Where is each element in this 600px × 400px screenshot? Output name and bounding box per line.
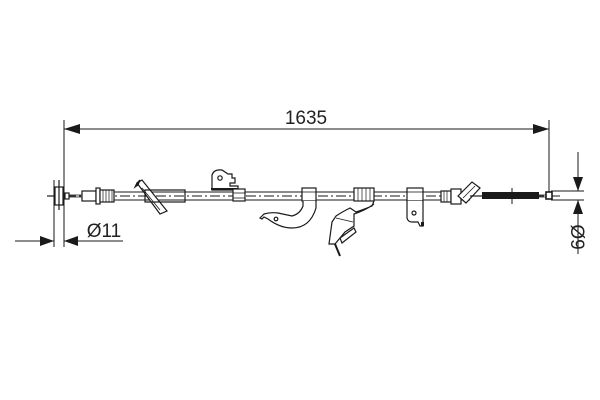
left-diameter-dimension: Ø11	[15, 180, 123, 247]
left-diameter-label: Ø11	[87, 221, 122, 242]
arrowhead-icon	[64, 124, 80, 134]
arrowhead-icon	[573, 177, 583, 191]
angled-ferrule	[440, 181, 482, 205]
left-end-fitting	[47, 180, 115, 210]
overall-length-dimension: 1635	[63, 108, 550, 247]
mounting-tab-2	[406, 187, 424, 227]
sheath-segment	[144, 189, 186, 203]
grommet-clip-1	[258, 187, 317, 229]
arrowhead-icon	[40, 236, 54, 246]
arrowhead-icon	[64, 236, 78, 246]
arrowhead-icon	[573, 200, 583, 214]
arrowhead-icon	[533, 124, 549, 134]
right-end-nipple	[545, 191, 560, 200]
mounting-tab-1	[211, 169, 246, 202]
grommet-clip-2	[328, 187, 375, 257]
overall-length-label: 1635	[285, 108, 327, 129]
right-diameter-dimension: Ø9	[551, 152, 587, 254]
right-diameter-label: Ø9	[566, 224, 587, 249]
angled-bracket	[133, 179, 168, 215]
spring-section	[482, 188, 546, 204]
